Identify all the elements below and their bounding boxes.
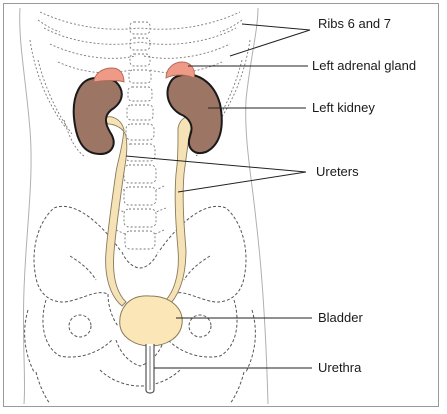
bladder-group: [119, 295, 183, 394]
urethra-label: Urethra: [318, 360, 362, 375]
labels: Ribs 6 and 7 Left adrenal gland Left kid…: [312, 16, 416, 375]
left-side-ureter: [103, 116, 128, 307]
ribs-leader: [229, 23, 311, 57]
kidney-label: Left kidney: [312, 100, 375, 115]
bladder: [119, 295, 183, 347]
figure-frame: [3, 3, 439, 407]
body-outline: [19, 7, 269, 405]
right-side-kidney: [72, 76, 123, 156]
right-side-adrenal-gland: [93, 67, 125, 83]
ureters-leader: [125, 155, 307, 193]
bladder-label: Bladder: [318, 310, 363, 325]
adrenal-glands: [93, 61, 195, 83]
ribs-label: Ribs 6 and 7: [318, 16, 391, 31]
kidneys: [72, 73, 223, 156]
vertebral-column: [113, 21, 167, 250]
adrenal-gland-label: Left adrenal gland: [312, 58, 416, 73]
ureters-label: Ureters: [316, 164, 359, 179]
left-kidney: [166, 73, 223, 154]
leader-lines: [125, 23, 312, 369]
